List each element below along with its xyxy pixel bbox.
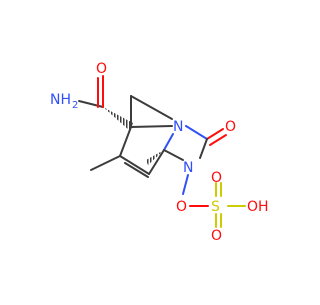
structure-drawing: NH 2 O N O N O S O O OH	[50, 61, 269, 244]
bond-c5-n1	[163, 133, 174, 151]
bond-bridge-n1	[130, 95, 173, 120]
bond-c5-n6	[163, 149, 184, 161]
bond-c3-c4-2	[124, 162, 149, 178]
atom-label-n-bridge: N	[173, 119, 183, 135]
bond-c2-c3	[119, 126, 132, 157]
atom-label-n-ring: N	[183, 160, 193, 176]
bond-c-o-ketone-1	[206, 128, 224, 140]
atom-label-o-s-top: O	[211, 170, 222, 186]
bond-c4-c5	[148, 149, 165, 175]
bond-c3-methyl	[90, 155, 121, 171]
atom-label-nh2-subscript: 2	[72, 100, 78, 111]
stereo-hash-bond-amide	[103, 107, 133, 131]
bond-c2-n1	[130, 125, 173, 128]
bond-c-o-ketone-2	[209, 134, 227, 146]
atom-label-o-link: O	[176, 199, 187, 215]
atom-label-oh: OH	[247, 199, 269, 215]
stereo-hash-bond-c5	[146, 150, 164, 165]
atom-label-o-ketone: O	[225, 119, 236, 135]
atom-label-o-amide: O	[96, 61, 107, 77]
bond-c3-c4-1	[119, 155, 150, 175]
atom-label-s: S	[211, 199, 220, 215]
atom-label-nh2: NH	[50, 92, 71, 108]
atom-label-o-s-bottom: O	[211, 228, 222, 244]
bond-cco-n6	[199, 138, 208, 159]
bond-c-nh2	[78, 100, 104, 108]
molecule-canvas: NH 2 O N O N O S O O OH	[50, 61, 269, 244]
bond-n1-cco	[185, 125, 208, 140]
bond-n6-o	[182, 174, 189, 195]
